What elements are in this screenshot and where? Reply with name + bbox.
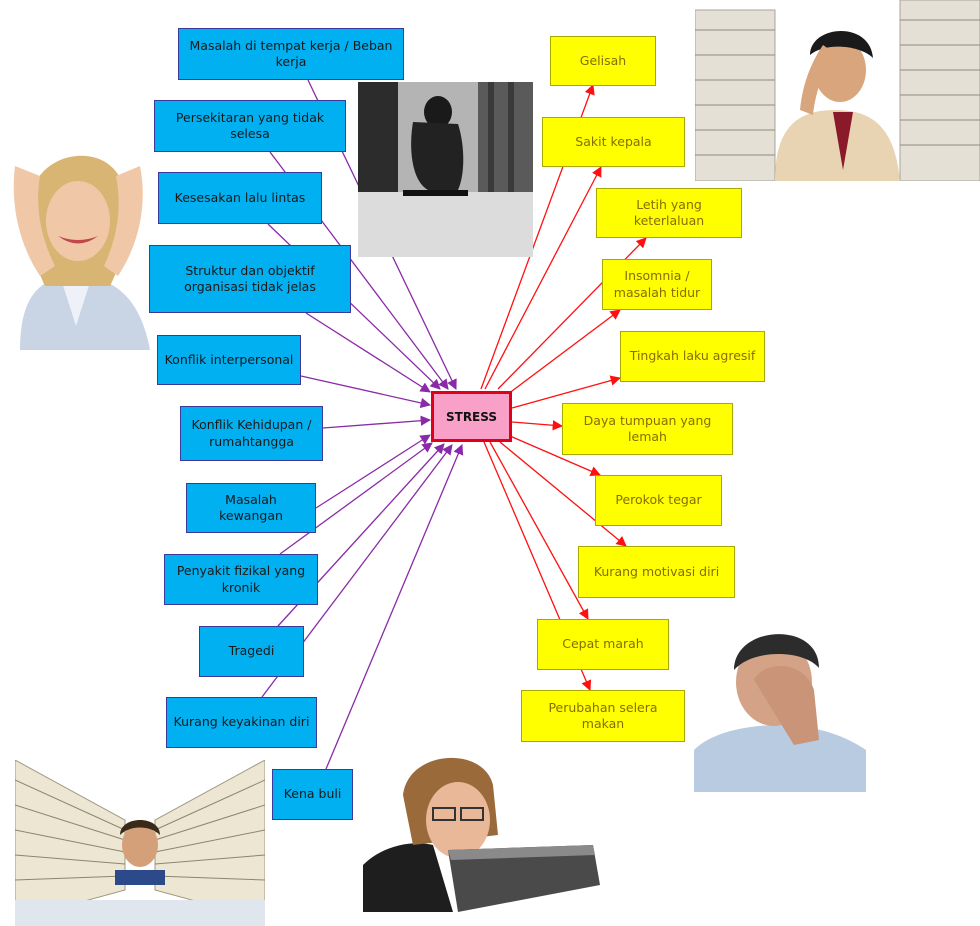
- cause-box-low-confidence: Kurang keyakinan diri: [166, 697, 317, 748]
- effect-arrow-6: [511, 420, 564, 431]
- person-sitting-in-corridor-photo: [358, 82, 533, 257]
- effect-arrow-7: [509, 435, 601, 477]
- effect-arrow-9: [489, 441, 589, 620]
- cause-arrow-11: [325, 444, 464, 770]
- man-hand-on-face-photo: [694, 620, 866, 792]
- man-with-paper-stacks-photo: [695, 0, 980, 181]
- effect-box-appetite-change: Perubahan selera makan: [521, 690, 685, 742]
- cause-box-unclear-organisation: Struktur dan objektif organisasi tidak j…: [149, 245, 351, 313]
- cause-box-uncomfortable-environment: Persekitaran yang tidak selesa: [154, 100, 346, 152]
- effect-box-heavy-smoker: Perokok tegar: [595, 475, 722, 526]
- effect-box-insomnia: Insomnia / masalah tidur: [602, 259, 712, 310]
- cause-box-traffic-jam: Kesesakan lalu lintas: [158, 172, 322, 224]
- cause-box-interpersonal-conflict: Konflik interpersonal: [157, 335, 301, 385]
- effect-arrow-2: [484, 166, 602, 390]
- effect-arrow-4: [507, 309, 621, 395]
- cause-arrow-6: [322, 415, 432, 429]
- effect-box-aggressive-behaviour: Tingkah laku agresif: [620, 331, 765, 382]
- cause-box-chronic-illness: Penyakit fizikal yang kronik: [164, 554, 318, 605]
- woman-biting-laptop-photo: [363, 745, 600, 912]
- effect-box-quick-temper: Cepat marah: [537, 619, 669, 670]
- cause-box-workload: Masalah di tempat kerja / Beban kerja: [178, 28, 404, 80]
- woman-holding-head-photo: [0, 126, 152, 350]
- cause-arrow-7: [315, 434, 431, 509]
- cause-arrow-5: [300, 375, 432, 409]
- cause-box-life-conflict: Konflik Kehidupan / rumahtangga: [180, 406, 323, 461]
- cause-arrow-8: [279, 442, 433, 555]
- cause-arrow-4: [305, 312, 431, 393]
- cause-box-tragedy: Tragedi: [199, 626, 304, 677]
- effect-box-anxious: Gelisah: [550, 36, 656, 86]
- cause-box-financial-problem: Masalah kewangan: [186, 483, 316, 533]
- effect-arrow-8: [499, 441, 627, 547]
- effect-box-headache: Sakit kepala: [542, 117, 685, 167]
- cause-box-bullied: Kena buli: [272, 769, 353, 820]
- man-buried-in-files-photo: [15, 760, 265, 926]
- stress-center-node: STRESS: [431, 391, 512, 442]
- effect-arrow-5: [511, 375, 622, 409]
- effect-box-low-motivation: Kurang motivasi diri: [578, 546, 735, 598]
- effect-box-weak-focus: Daya tumpuan yang lemah: [562, 403, 733, 455]
- effect-box-extreme-fatigue: Letih yang keterlaluan: [596, 188, 742, 238]
